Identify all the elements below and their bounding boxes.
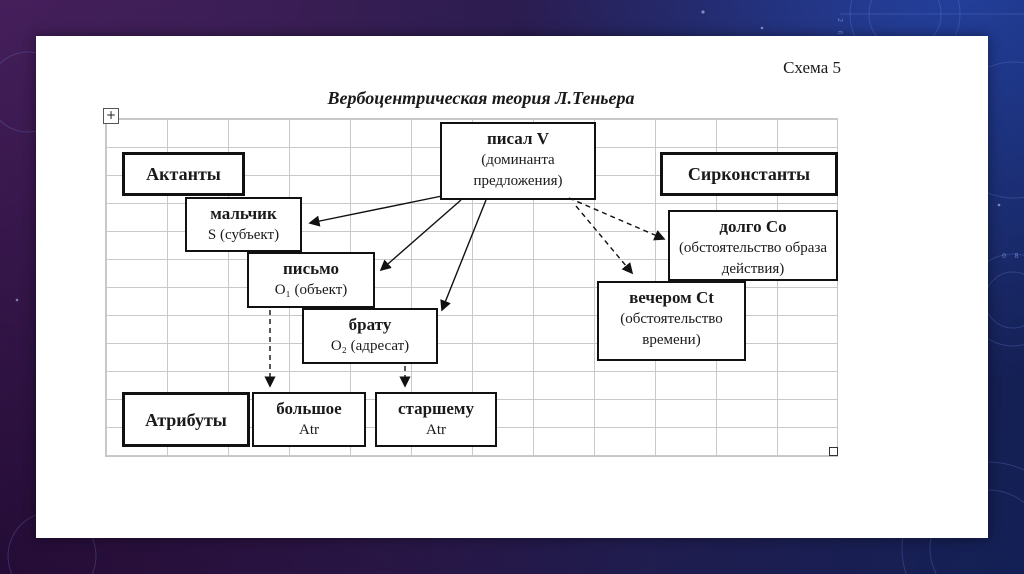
node-letter: письмо O₁ (объект): [247, 252, 375, 308]
node-boy: мальчик S (субъект): [185, 197, 302, 252]
node-boy-subtitle: S (субъект): [207, 227, 280, 243]
decor-number-right: 0 8: [1002, 252, 1021, 260]
decor-arc-icon: [901, 461, 1024, 574]
node-brother-title: брату: [348, 315, 392, 334]
node-vecherom-subtitle: (обстоятельство времени): [620, 311, 723, 348]
decor-arc-icon: [929, 489, 1024, 574]
node-attributes: Атрибуты: [122, 392, 250, 447]
node-bolshoe-title: большое: [276, 399, 342, 418]
page-title: Вербоцентрическая теория Л.Теньера: [327, 88, 635, 108]
node-bolshoe: большое Atr: [252, 392, 366, 447]
node-letter-title: письмо: [283, 259, 339, 278]
node-circonstants: Сирконстанты: [660, 152, 838, 196]
node-letter-subtitle: O₁ (объект): [274, 282, 348, 298]
node-brother-subtitle: O₂ (адресат): [330, 338, 410, 354]
node-starshemu: старшему Atr: [375, 392, 497, 447]
table-resize-handle: [829, 447, 838, 456]
node-verb: писал V (доминанта предложения): [440, 122, 596, 200]
node-dolgo-title: долго Co: [719, 217, 787, 236]
node-starshemu-subtitle: Atr: [426, 422, 446, 438]
decor-dot: [701, 10, 705, 14]
node-circonstants-title: Сирконстанты: [687, 164, 811, 184]
node-attributes-title: Атрибуты: [145, 409, 227, 430]
node-verb-title: писал V: [486, 129, 550, 148]
node-bolshoe-subtitle: Atr: [299, 422, 319, 438]
node-dolgo-subtitle: (обстоятельство образа действия): [678, 240, 828, 277]
node-actants-title: Актанты: [146, 164, 221, 184]
table-move-handle-icon: +: [103, 108, 119, 124]
slide-canvas: Схема 5 Вербоцентрическая теория Л.Тенье…: [36, 36, 988, 538]
node-verb-subtitle: (доминанта предложения): [473, 152, 563, 189]
decor-dot: [760, 26, 764, 30]
decor-dot: [15, 298, 19, 302]
decor-dot: [997, 203, 1001, 207]
decor-number-top: 2 6 0: [836, 18, 844, 49]
scheme-number-label: Схема 5: [783, 58, 841, 77]
node-boy-title: мальчик: [210, 204, 277, 223]
node-vecherom-title: вечером Ct: [629, 288, 714, 307]
node-dolgo: долго Co (обстоятельство образа действия…: [668, 210, 838, 281]
decor-dial-icon: [984, 271, 1024, 329]
node-actants: Актанты: [122, 152, 245, 196]
node-starshemu-title: старшему: [397, 399, 475, 418]
node-vecherom: вечером Ct (обстоятельство времени): [597, 281, 746, 361]
node-brother: брату O₂ (адресат): [302, 308, 438, 364]
